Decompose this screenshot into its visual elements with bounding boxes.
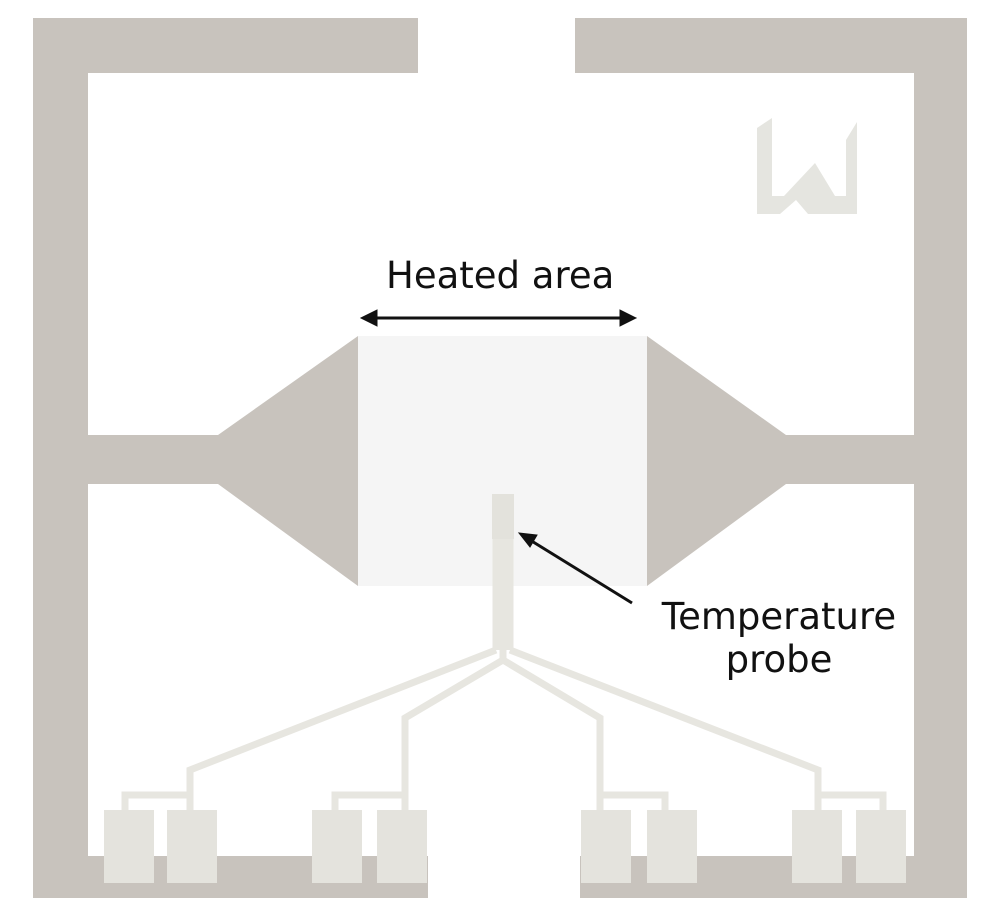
temperature-probe-label-line2: probe	[725, 637, 833, 681]
contact-pads	[104, 810, 906, 883]
temperature-probe-label-line1: Temperature	[661, 595, 897, 638]
heated-area-arrow	[359, 309, 638, 327]
left-heater-taper	[88, 336, 358, 586]
probe-traces	[121, 539, 887, 812]
probe-pointer-arrow	[517, 532, 633, 605]
temperature-probe-label: Temperature probe	[654, 595, 904, 681]
brand-logo-icon	[757, 118, 857, 214]
temperature-probe-element	[492, 494, 514, 539]
right-heater-taper	[647, 336, 914, 586]
heated-area-label: Heated area	[386, 254, 615, 297]
